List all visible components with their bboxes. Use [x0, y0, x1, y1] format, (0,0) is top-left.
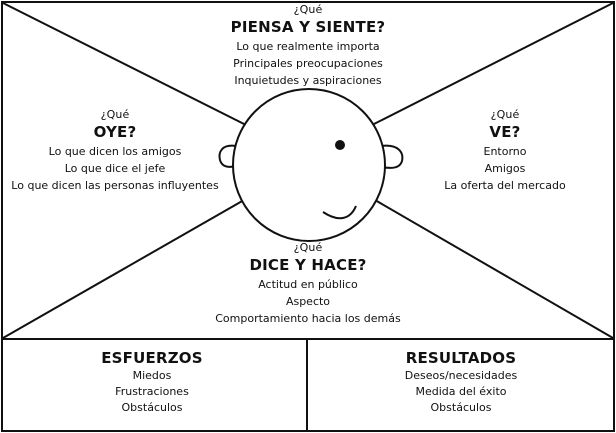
mouth-icon [322, 205, 357, 220]
question-word: ¿Qué [100, 108, 130, 121]
list-item: Deseos/necesidades [404, 369, 518, 382]
quadrant-title: OYE? [93, 122, 137, 141]
quadrant-title: VE? [489, 122, 521, 141]
eye-icon [335, 140, 345, 150]
head-icon [218, 88, 404, 242]
list-item: Obstáculos [430, 401, 492, 414]
list-item: Actitud en público [258, 277, 358, 291]
diagonal-bottom-right [374, 199, 614, 339]
quadrant-title: DICE Y HACE? [249, 255, 367, 274]
list-item: Aspecto [285, 294, 331, 308]
list-item: Lo que dice el jefe [64, 161, 166, 175]
panel-efforts: ESFUERZOS Miedos Frustraciones Obstáculo… [2, 348, 302, 416]
face-circle [232, 88, 386, 242]
diagonal-top-left [2, 2, 247, 126]
list-item: Medida del éxito [415, 385, 507, 398]
list-item: Miedos [132, 369, 172, 382]
list-item: Entorno [483, 144, 527, 158]
panel-results: RESULTADOS Deseos/necesidades Medida del… [308, 348, 614, 416]
quadrant-hears: ¿Qué OYE? Lo que dicen los amigos Lo que… [0, 108, 230, 194]
panel-title: RESULTADOS [405, 349, 517, 367]
panel-title: ESFUERZOS [101, 349, 203, 367]
list-item: Inquietudes y aspiraciones [234, 73, 382, 87]
list-item: Lo que dicen las personas influyentes [11, 178, 219, 192]
list-item: Obstáculos [121, 401, 183, 414]
list-item: Lo que dicen los amigos [48, 144, 182, 158]
quadrant-sees: ¿Qué VE? Entorno Amigos La oferta del me… [400, 108, 610, 194]
diagonal-top-right [371, 2, 614, 126]
list-item: Frustraciones [115, 385, 189, 398]
list-item: Amigos [484, 161, 526, 175]
quadrant-title: PIENSA Y SIENTE? [230, 17, 386, 36]
list-item: La oferta del mercado [444, 178, 566, 192]
question-word: ¿Qué [490, 108, 520, 121]
right-ear-icon [380, 144, 404, 169]
diagonal-bottom-left [2, 199, 245, 339]
question-word: ¿Qué [293, 241, 323, 254]
left-ear-icon [218, 144, 237, 168]
quadrant-thinks-feels: ¿Qué PIENSA Y SIENTE? Lo que realmente i… [168, 3, 448, 89]
list-item: Principales preocupaciones [233, 56, 383, 70]
question-word: ¿Qué [293, 3, 323, 16]
list-item: Comportamiento hacia los demás [215, 311, 401, 325]
quadrant-says-does: ¿Qué DICE Y HACE? Actitud en público Asp… [168, 241, 448, 327]
list-item: Lo que realmente importa [236, 39, 380, 53]
